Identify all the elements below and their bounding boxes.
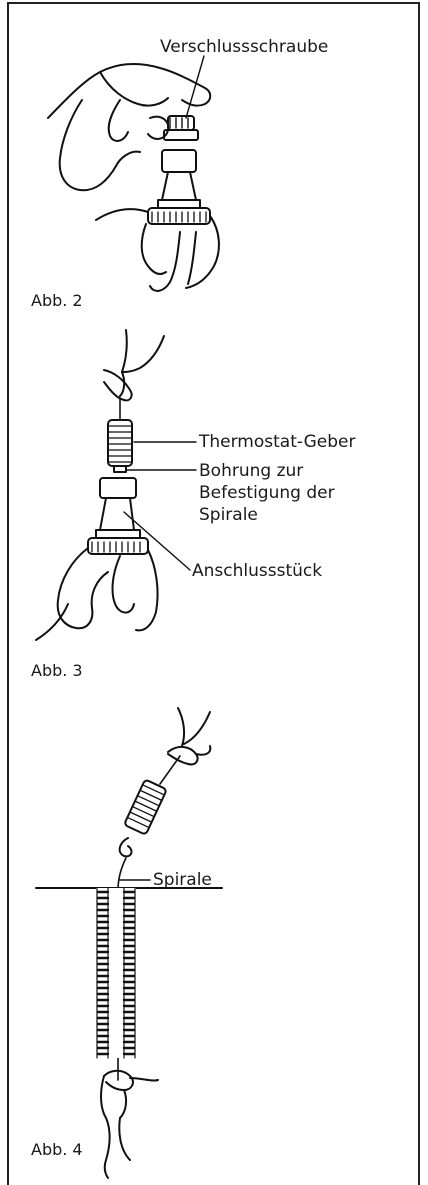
label-bohrung-line3: Spirale — [199, 505, 258, 525]
caption-abb-4: Abb. 4 — [31, 1140, 83, 1160]
label-verschlussschraube: Verschlussschraube — [160, 37, 328, 57]
label-thermostat-geber: Thermostat-Geber — [199, 432, 356, 452]
figure4-illustration — [36, 708, 222, 1178]
caption-abb-2: Abb. 2 — [31, 291, 83, 311]
label-bohrung-line1: Bohrung zur — [199, 461, 303, 481]
figure3-illustration — [36, 330, 196, 640]
label-spirale: Spirale — [153, 870, 212, 890]
label-anschlussstueck: Anschlussstück — [192, 561, 322, 581]
figure2-illustration — [48, 56, 219, 291]
caption-abb-3: Abb. 3 — [31, 661, 83, 681]
label-bohrung-line2: Befestigung der — [199, 483, 335, 503]
